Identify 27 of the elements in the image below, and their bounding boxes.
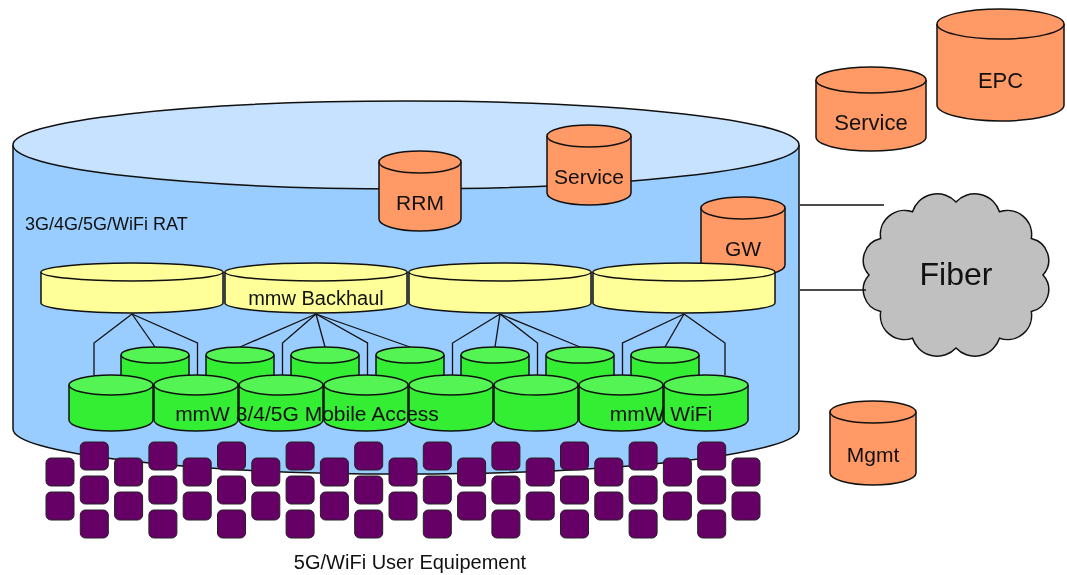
connector-line	[499, 313, 581, 348]
connector-line	[281, 313, 317, 376]
connector-line	[131, 313, 156, 348]
connector-line	[131, 313, 199, 376]
connector-line	[315, 313, 326, 348]
cylinder-label: EPC	[977, 68, 1024, 94]
cylinder-label: Mgmt	[846, 443, 900, 467]
connector-line	[239, 313, 317, 348]
connector-line	[664, 313, 685, 348]
cylinder-label: RRM	[396, 191, 444, 215]
cylinder-label: 3G/4G/5G/WiFi RAT	[25, 215, 188, 235]
connector-line	[683, 313, 726, 376]
connector-line	[315, 313, 369, 376]
connector-line	[621, 313, 685, 376]
connector-line	[799, 204, 885, 206]
connector-line	[315, 313, 411, 348]
connector-line	[494, 313, 501, 348]
connector-line	[93, 313, 133, 376]
cylinder-label: Service	[834, 110, 908, 136]
connector-line	[799, 289, 867, 291]
equipment-caption: 5G/WiFi User Equipement	[293, 551, 527, 573]
cloud-label: Fiber	[919, 257, 993, 293]
cylinder-label: GW	[724, 237, 762, 261]
cylinder-label: Service	[554, 165, 624, 189]
cylinder-label: mmw Backhaul	[248, 287, 384, 309]
connector-line	[451, 313, 501, 376]
connector-line	[499, 313, 539, 376]
